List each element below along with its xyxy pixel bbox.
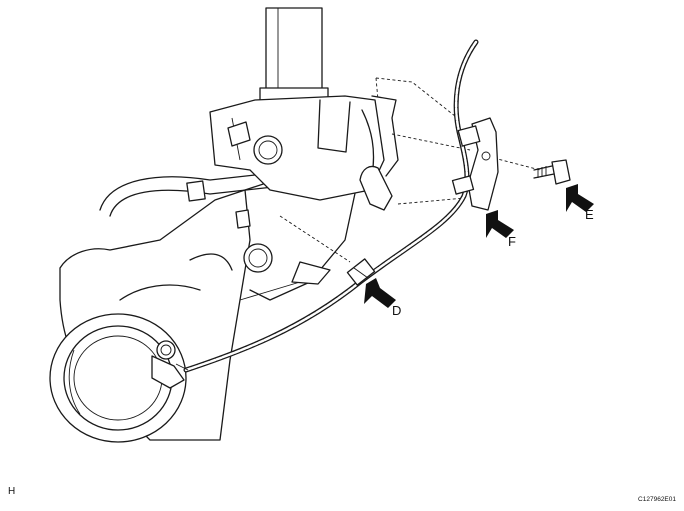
bolt-lower xyxy=(235,209,273,273)
callout-e: E xyxy=(585,207,594,222)
strut-tube xyxy=(259,7,329,109)
wire-clamp-d xyxy=(346,258,376,286)
arrow-d xyxy=(364,278,396,308)
wire-bracket-f xyxy=(451,117,499,211)
strut-bracket xyxy=(209,95,385,201)
sensor-wire xyxy=(183,39,479,373)
hub-bore xyxy=(49,313,187,443)
corner-label: H xyxy=(8,486,15,497)
speed-sensor xyxy=(151,340,189,389)
bolt-e xyxy=(533,159,571,185)
arrow-e xyxy=(566,184,594,212)
callout-d: D xyxy=(392,303,401,318)
alignment-guides xyxy=(279,77,541,263)
knuckle-tab xyxy=(291,261,331,285)
hose-bracket xyxy=(359,95,399,211)
figure-code: C127962E01 xyxy=(638,496,676,503)
arrow-f xyxy=(486,210,514,238)
bolt-upper xyxy=(227,121,283,165)
callout-f: F xyxy=(508,234,516,249)
